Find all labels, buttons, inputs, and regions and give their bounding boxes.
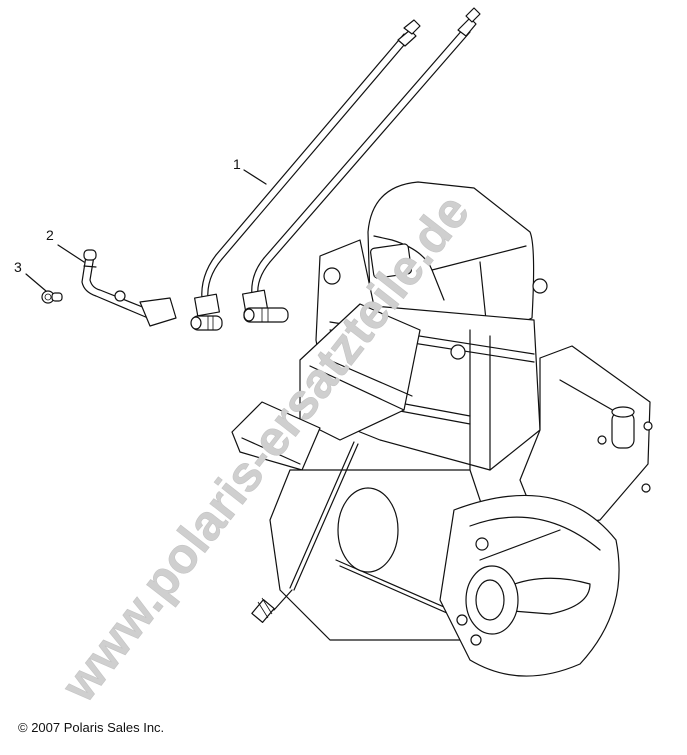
- elbow-fitting-part-2: [81, 249, 177, 327]
- breather-hose-left: [190, 19, 421, 331]
- callout-label-2: 2: [46, 227, 54, 243]
- copyright-notice: © 2007 Polaris Sales Inc.: [18, 720, 165, 735]
- callout-label-3: 3: [14, 259, 22, 275]
- breather-hose-right: [242, 7, 481, 323]
- leader-lines: [25, 169, 267, 292]
- callout-label-1: 1: [233, 156, 241, 172]
- engine-assembly: [231, 181, 653, 677]
- screw-part-3: [41, 290, 63, 304]
